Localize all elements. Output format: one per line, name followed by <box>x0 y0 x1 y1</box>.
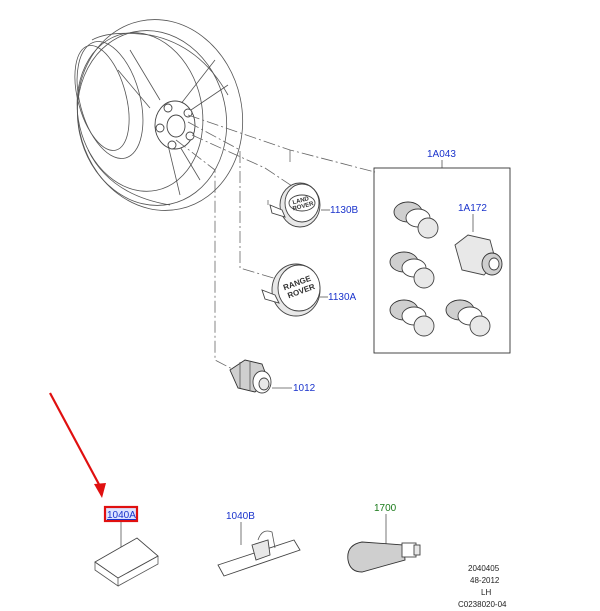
callout-1700: 1700 <box>374 503 397 514</box>
callout-1a043: 1A043 <box>427 149 456 160</box>
callout-1012: 1012 <box>293 383 316 394</box>
locking-nut-small-1 <box>393 201 439 239</box>
adhesive-weight[interactable]: 1040A <box>94 505 159 587</box>
wheel-illustration <box>74 19 244 211</box>
badge-land-rover-line2: ROVER <box>292 201 315 212</box>
callout-1040a-highlight <box>103 505 139 523</box>
center-cap-range-rover[interactable]: RANGE ROVER 1130A <box>261 263 357 317</box>
center-cap-land-rover[interactable]: LAND ROVER 1130B <box>269 182 359 228</box>
svg-text:LAND ROVER: LAND ROVER <box>291 195 315 212</box>
wheel-nut[interactable]: 1012 <box>229 359 316 394</box>
reference-line3: LH <box>481 588 491 597</box>
callout-1040a: 1040A <box>107 510 136 521</box>
clip-weight[interactable]: 1040B <box>217 511 301 577</box>
locking-nut-small-2 <box>389 251 435 289</box>
locking-nut-small-3 <box>389 299 435 337</box>
callout-1130b: 1130B <box>330 205 359 216</box>
highlight-arrow <box>49 392 106 498</box>
reference-line2: 48-2012 <box>470 576 500 585</box>
assembly-lines <box>175 114 376 373</box>
locking-kit[interactable]: 1A043 1A172 <box>373 149 511 354</box>
drawing-reference: 2040405 48-2012 LH C0238020-04 <box>458 564 507 609</box>
badge-land-rover-line1: LAND <box>292 196 310 206</box>
tyre-valve[interactable]: 1700 <box>347 503 421 573</box>
reference-line4: C0238020-04 <box>458 600 507 609</box>
reference-line1: 2040405 <box>468 564 500 573</box>
callout-1040b: 1040B <box>226 511 255 522</box>
callout-1130a: 1130A <box>328 292 357 303</box>
callout-1a172: 1A172 <box>458 203 487 214</box>
locking-kit-frame <box>373 167 511 354</box>
locking-nut-key[interactable]: 1A172 <box>454 203 503 276</box>
locking-nut-small-4 <box>445 299 491 337</box>
